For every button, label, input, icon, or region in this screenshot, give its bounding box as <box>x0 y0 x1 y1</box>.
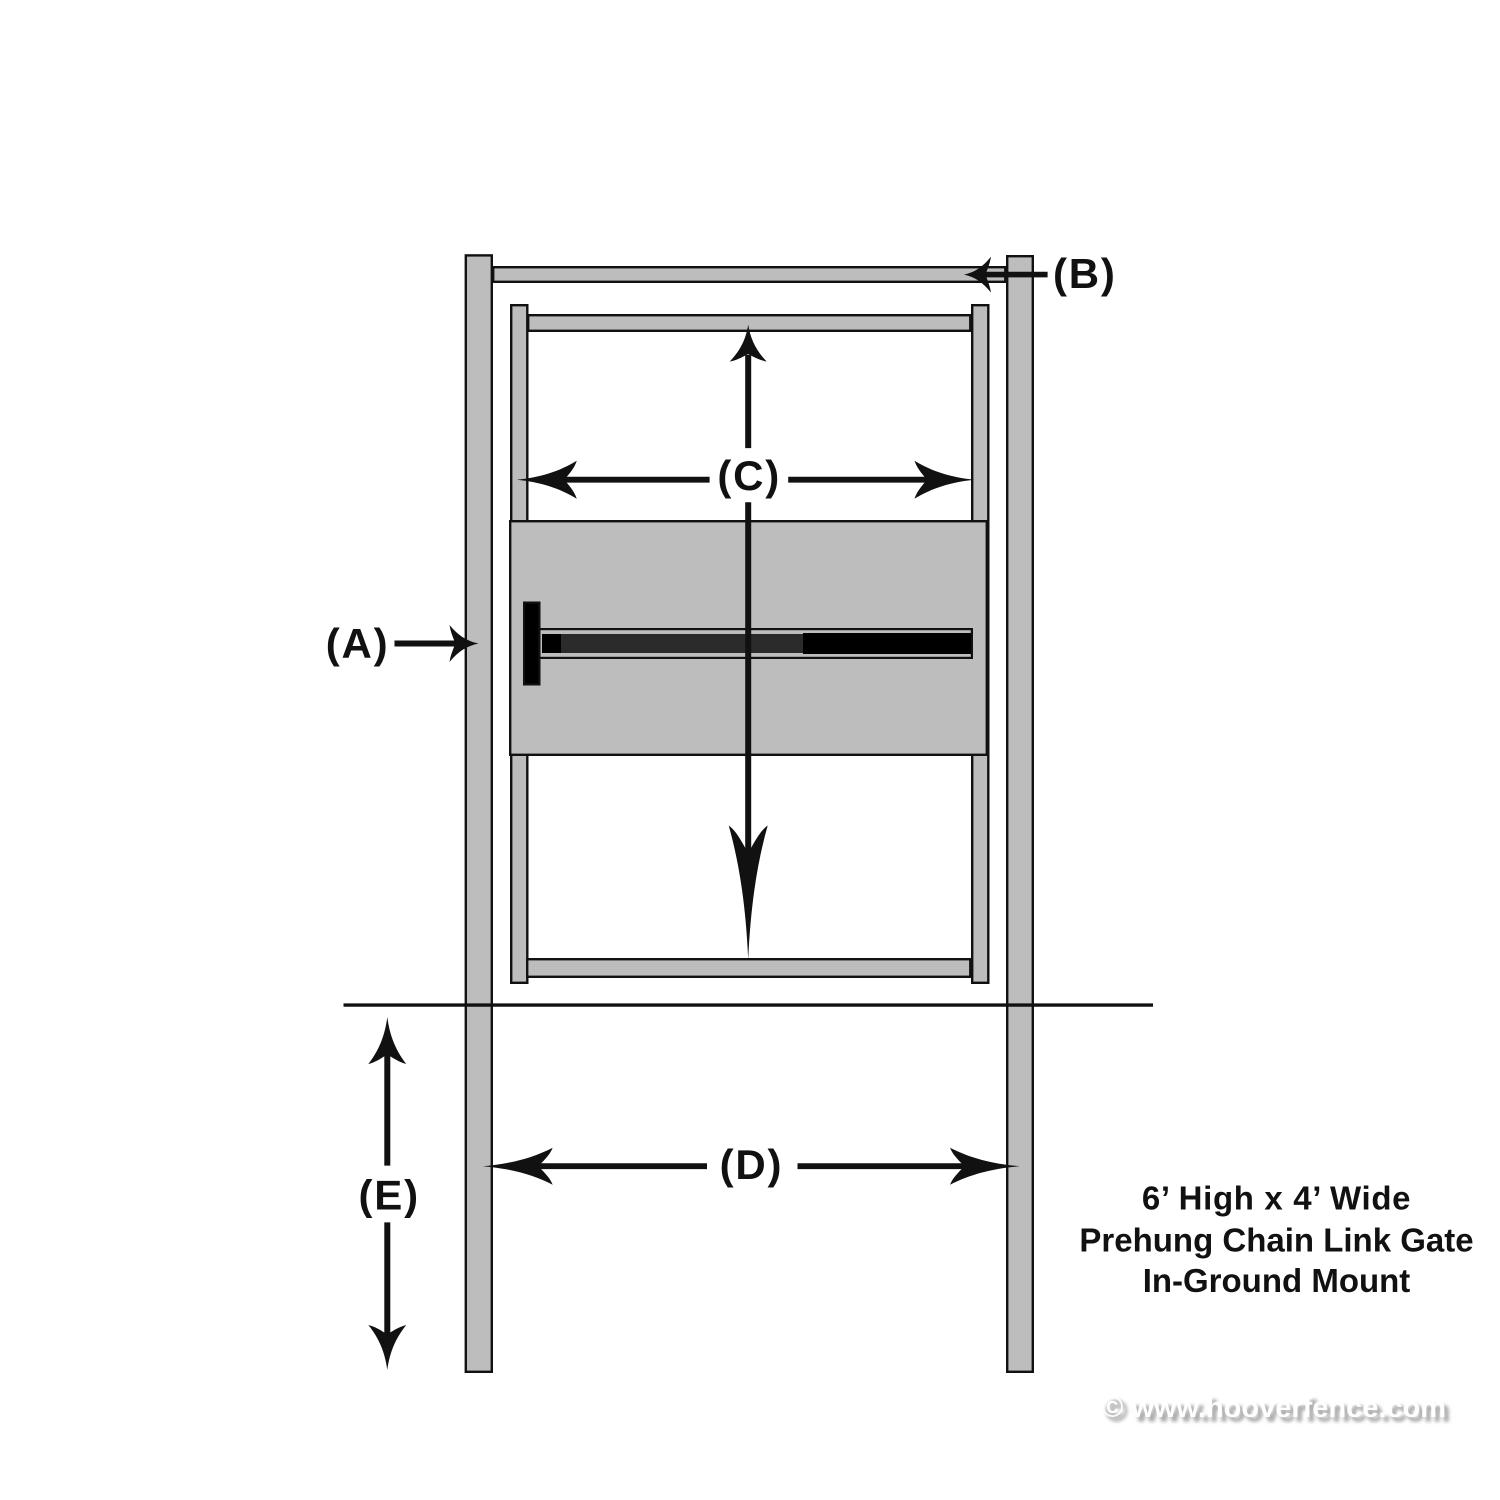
svg-text:Prehung Chain Link Gate: Prehung Chain Link Gate <box>1079 1222 1473 1259</box>
svg-text:(A): (A) <box>326 620 390 667</box>
svg-text:In-Ground Mount: In-Ground Mount <box>1143 1262 1411 1299</box>
svg-text:(D): (D) <box>720 1141 784 1188</box>
svg-text:(B): (B) <box>1053 250 1117 297</box>
svg-text:© www.hooverfence.com: © www.hooverfence.com <box>1102 1392 1446 1424</box>
svg-text:6’ High x 4’ Wide: 6’ High x 4’ Wide <box>1142 1180 1411 1217</box>
svg-text:© www.hooverfence.com: © www.hooverfence.com <box>1106 1396 1450 1428</box>
svg-text:(E): (E) <box>359 1171 420 1218</box>
svg-text:(C): (C) <box>717 452 781 499</box>
